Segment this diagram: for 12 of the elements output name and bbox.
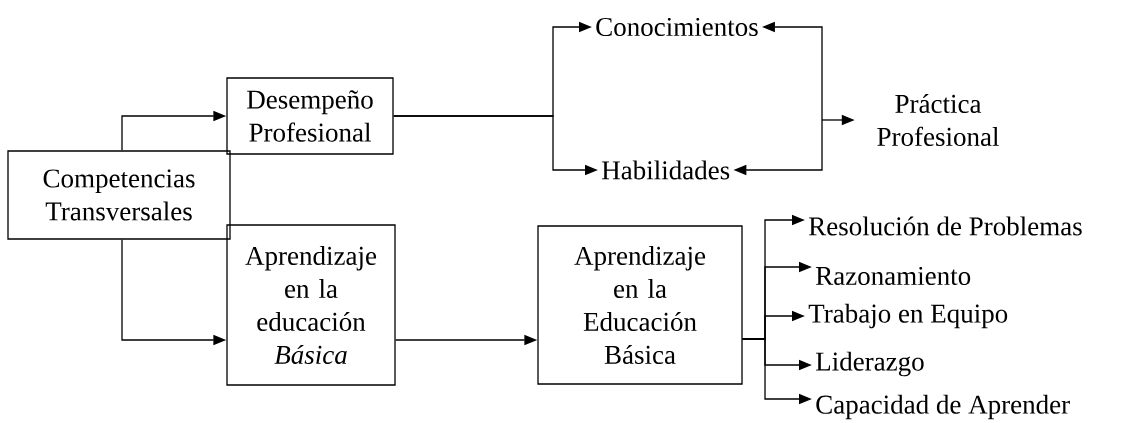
concept-label: Resolución de Problemas bbox=[809, 216, 1082, 236]
process-box: Competencias Transversales bbox=[7, 150, 231, 240]
process-box: Aprendizaje en la educación Básica bbox=[226, 224, 396, 386]
process-box: Aprendizaje en la Educación Básica bbox=[537, 225, 743, 385]
concept-label: Conocimientos bbox=[596, 17, 758, 37]
concept-label: Razonamiento bbox=[816, 266, 971, 286]
concept-label: Trabajo en Equipo bbox=[808, 303, 1008, 329]
concept-label: Habilidades bbox=[602, 160, 730, 180]
process-box: Desempeño Profesional bbox=[226, 77, 394, 155]
concept-label: Práctica Profesional bbox=[877, 94, 999, 146]
concept-label: Liderazgo bbox=[816, 351, 924, 377]
concept-label: Capacidad de Aprender bbox=[816, 394, 1070, 420]
